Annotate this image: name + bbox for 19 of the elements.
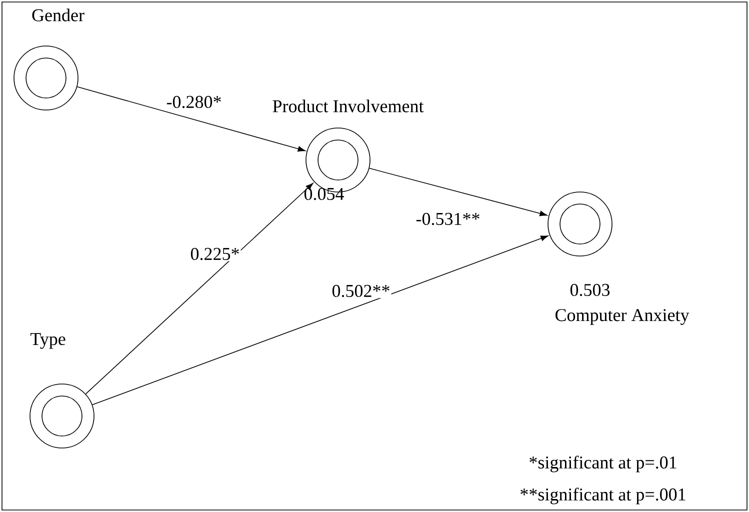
node-label: Product Involvement xyxy=(272,100,424,112)
edge-label: 0.225* xyxy=(189,246,241,262)
value-label: 0.054 xyxy=(304,188,344,200)
double-circle xyxy=(548,192,612,256)
node-label: Type xyxy=(30,333,66,349)
arrow xyxy=(76,86,306,152)
arrow xyxy=(85,182,314,394)
arrow xyxy=(92,236,548,406)
edge-label: 0.502** xyxy=(330,284,392,298)
edge-label: -0.280* xyxy=(165,94,223,110)
note: **significant at p=.001 xyxy=(520,488,686,504)
arrow xyxy=(368,168,548,216)
note: *significant at p=.01 xyxy=(530,456,676,472)
node-label: Gender xyxy=(32,8,84,22)
double-circle xyxy=(30,384,94,448)
value-label: 0.503 xyxy=(570,284,610,296)
node-label: Computer Anxiety xyxy=(556,309,690,325)
double-circle xyxy=(14,46,78,110)
edge-label: -0.531** xyxy=(414,212,482,226)
